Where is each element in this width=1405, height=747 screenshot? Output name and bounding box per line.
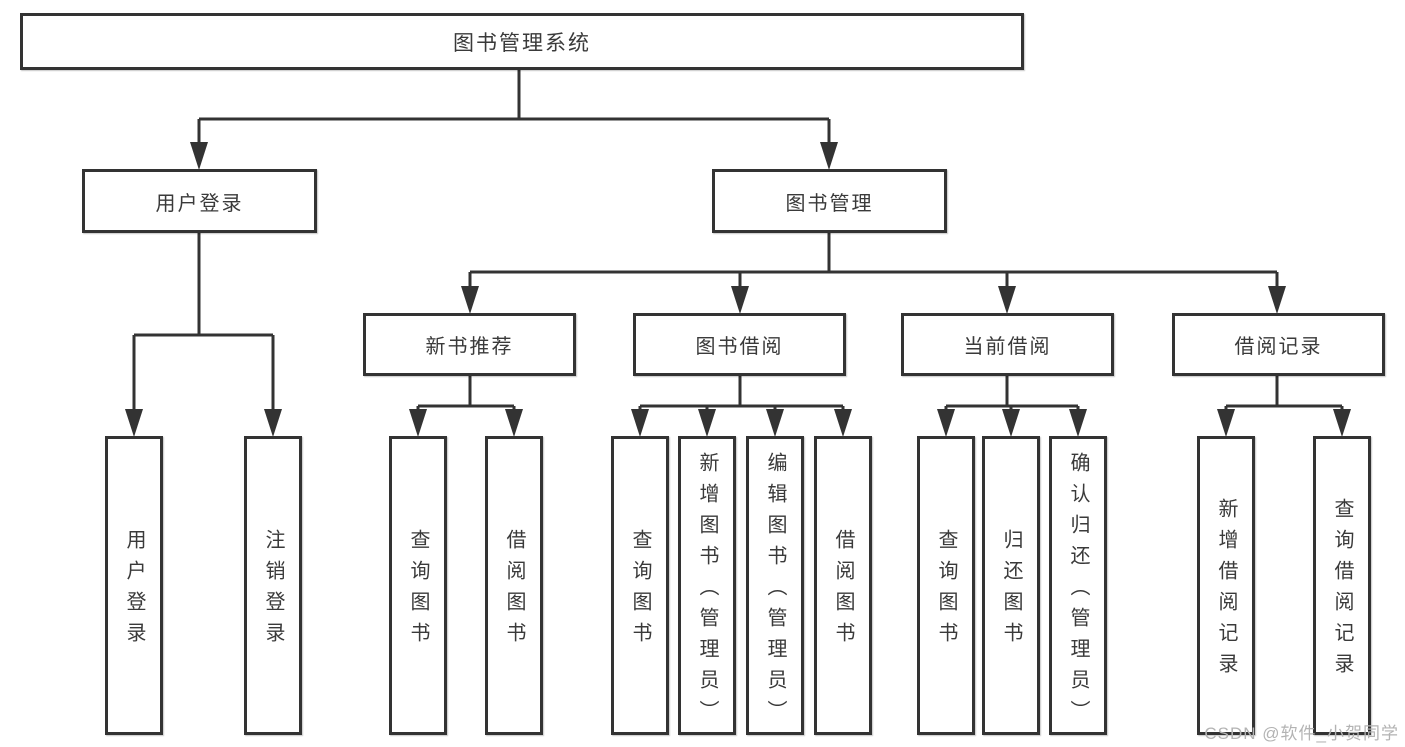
leaf-user-login-label: 用户登录 <box>123 529 145 653</box>
node-user-login: 用户登录 <box>82 169 317 233</box>
leaf-add-book-admin: 新增图书（管理员） <box>678 436 736 735</box>
leaf-query-borrow-record: 查询借阅记录 <box>1313 436 1371 735</box>
node-root-label: 图书管理系统 <box>453 31 591 55</box>
node-book-management-label: 图书管理 <box>785 192 874 215</box>
leaf-query-books-current-label: 查询图书 <box>935 529 957 653</box>
leaf-query-books-recommend-label: 查询图书 <box>407 529 429 653</box>
leaf-borrow-books-borrow-label: 借阅图书 <box>832 529 854 653</box>
leaf-query-books-recommend: 查询图书 <box>389 436 447 735</box>
leaf-borrow-books-recommend: 借阅图书 <box>485 436 543 735</box>
leaf-query-books-borrow-label: 查询图书 <box>629 529 651 653</box>
node-book-management: 图书管理 <box>712 169 947 233</box>
node-book-borrowing-label: 图书借阅 <box>695 336 784 358</box>
node-new-book-recommend-label: 新书推荐 <box>425 336 514 358</box>
node-book-borrowing: 图书借阅 <box>633 313 846 376</box>
leaf-add-borrow-record-label: 新增借阅记录 <box>1215 498 1237 684</box>
leaf-query-books-borrow: 查询图书 <box>611 436 669 735</box>
leaf-user-login: 用户登录 <box>105 436 163 735</box>
leaf-edit-book-admin: 编辑图书（管理员） <box>746 436 804 735</box>
node-current-borrowing-label: 当前借阅 <box>963 336 1052 358</box>
leaf-borrow-books-borrow: 借阅图书 <box>814 436 872 735</box>
node-user-login-label: 用户登录 <box>155 192 244 215</box>
node-current-borrowing: 当前借阅 <box>901 313 1114 376</box>
leaf-confirm-return-admin-label: 确认归还（管理员） <box>1067 451 1089 731</box>
leaf-return-book: 归还图书 <box>982 436 1040 735</box>
leaf-confirm-return-admin: 确认归还（管理员） <box>1049 436 1107 735</box>
node-new-book-recommend: 新书推荐 <box>363 313 576 376</box>
csdn-watermark: CSDN @软件_小贺同学 <box>1204 724 1399 743</box>
leaf-query-books-current: 查询图书 <box>917 436 975 735</box>
node-borrowing-records: 借阅记录 <box>1172 313 1385 376</box>
leaf-edit-book-admin-label: 编辑图书（管理员） <box>764 451 786 731</box>
leaf-borrow-books-recommend-label: 借阅图书 <box>503 529 525 653</box>
leaf-query-borrow-record-label: 查询借阅记录 <box>1331 498 1353 684</box>
leaf-add-book-admin-label: 新增图书（管理员） <box>696 451 718 731</box>
node-root: 图书管理系统 <box>20 13 1024 70</box>
leaf-return-book-label: 归还图书 <box>1000 529 1022 653</box>
leaf-logout-label: 注销登录 <box>262 529 284 653</box>
leaf-add-borrow-record: 新增借阅记录 <box>1197 436 1255 735</box>
leaf-logout: 注销登录 <box>244 436 302 735</box>
node-borrowing-records-label: 借阅记录 <box>1234 336 1323 358</box>
arrowheads <box>125 142 1351 437</box>
